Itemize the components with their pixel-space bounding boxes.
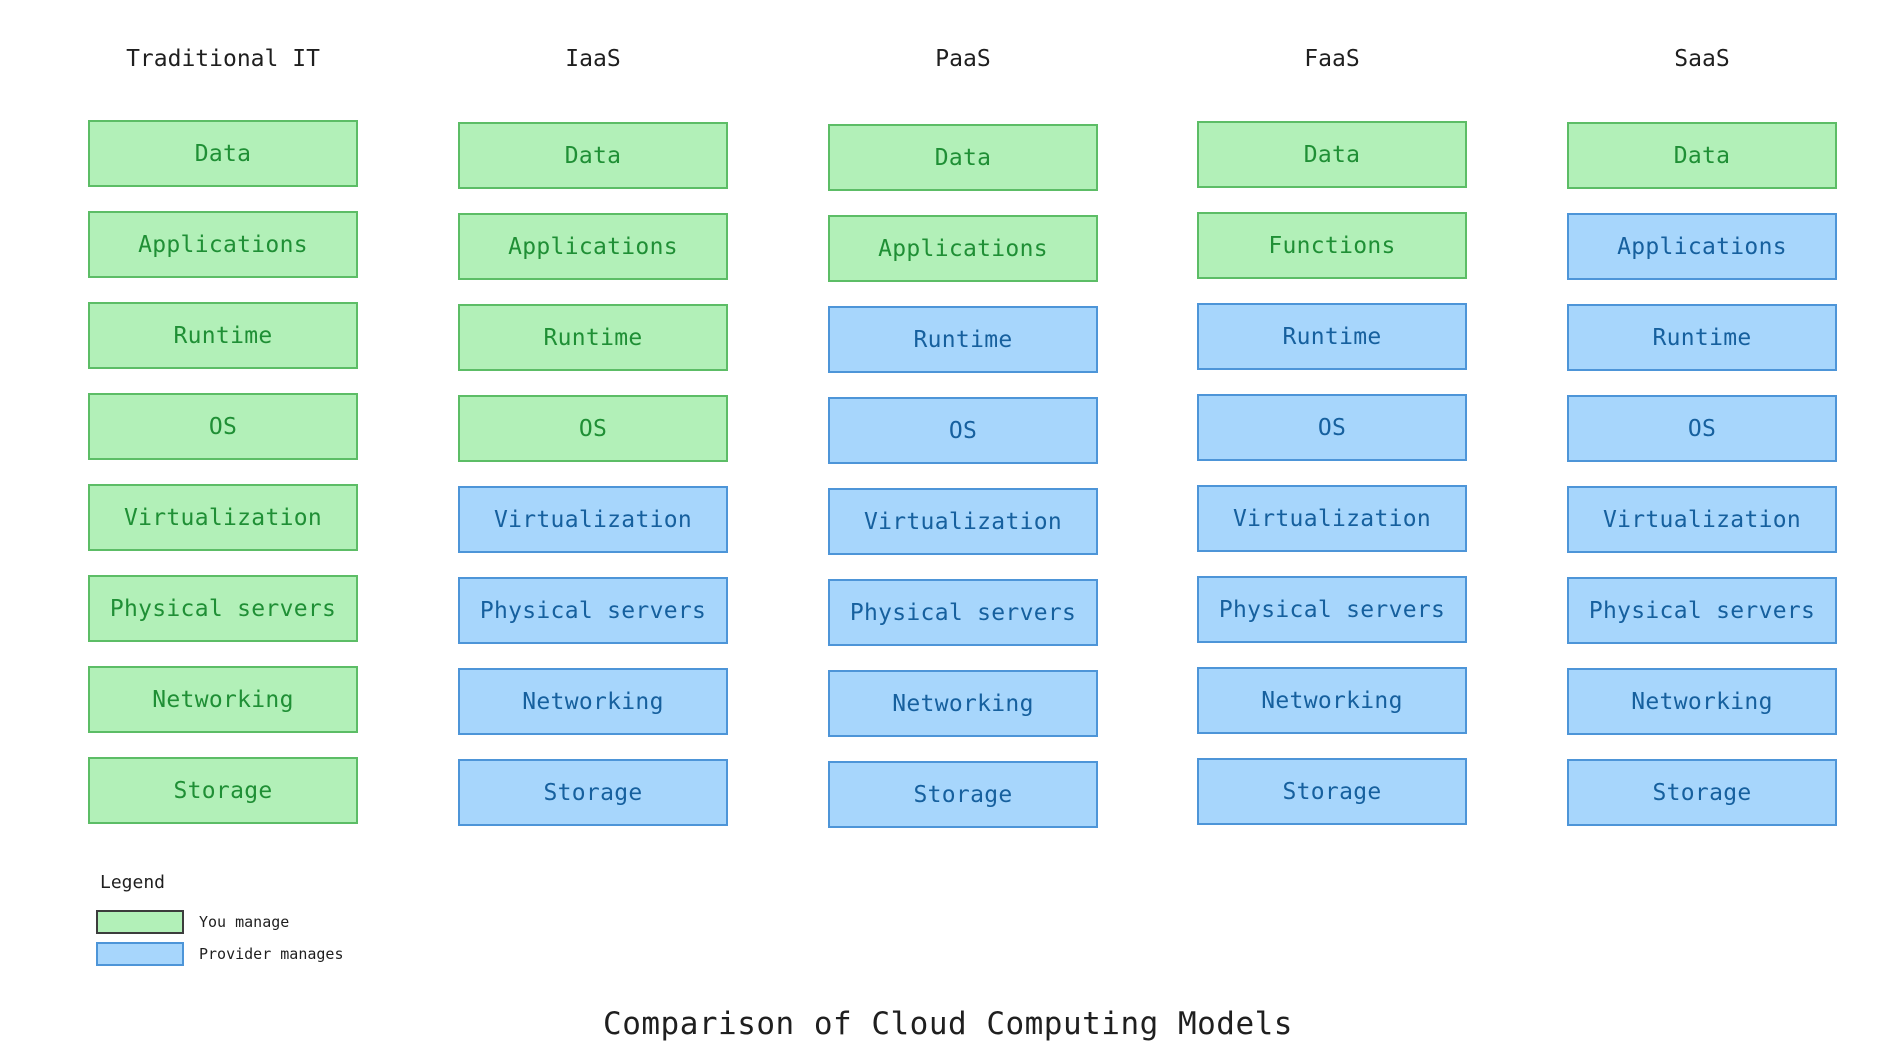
saas-layer-runtime: Runtime [1567, 304, 1837, 371]
traditional-it-layer-os: OS [88, 393, 358, 460]
faas-layer-data: Data [1197, 121, 1467, 188]
paas-layer-runtime: Runtime [828, 306, 1098, 373]
column-title-paas: PaaS [935, 46, 991, 72]
traditional-it-layer-runtime: Runtime [88, 302, 358, 369]
legend-swatch-provider-manages [96, 942, 184, 966]
paas-layer-applications: Applications [828, 215, 1098, 282]
faas-layer-physical-servers: Physical servers [1197, 576, 1467, 643]
column-title-faas: FaaS [1304, 46, 1360, 72]
legend-label-you-manage: You manage [199, 913, 290, 931]
faas-layer-storage: Storage [1197, 758, 1467, 825]
iaas-layer-networking: Networking [458, 668, 728, 735]
traditional-it-layer-storage: Storage [88, 757, 358, 824]
faas-layer-runtime: Runtime [1197, 303, 1467, 370]
column-title-iaas: IaaS [565, 46, 621, 72]
legend-label-provider-manages: Provider manages [199, 945, 344, 963]
paas-layer-virtualization: Virtualization [828, 488, 1098, 555]
saas-layer-virtualization: Virtualization [1567, 486, 1837, 553]
paas-layer-physical-servers: Physical servers [828, 579, 1098, 646]
legend-swatch-you-manage [96, 910, 184, 934]
iaas-layer-runtime: Runtime [458, 304, 728, 371]
saas-layer-data: Data [1567, 122, 1837, 189]
paas-layer-storage: Storage [828, 761, 1098, 828]
faas-layer-os: OS [1197, 394, 1467, 461]
saas-layer-physical-servers: Physical servers [1567, 577, 1837, 644]
traditional-it-layer-data: Data [88, 120, 358, 187]
iaas-layer-physical-servers: Physical servers [458, 577, 728, 644]
traditional-it-layer-virtualization: Virtualization [88, 484, 358, 551]
faas-layer-functions: Functions [1197, 212, 1467, 279]
saas-layer-storage: Storage [1567, 759, 1837, 826]
iaas-layer-applications: Applications [458, 213, 728, 280]
saas-layer-networking: Networking [1567, 668, 1837, 735]
traditional-it-layer-networking: Networking [88, 666, 358, 733]
diagram-title: Comparison of Cloud Computing Models [603, 1006, 1293, 1042]
traditional-it-layer-applications: Applications [88, 211, 358, 278]
iaas-layer-virtualization: Virtualization [458, 486, 728, 553]
legend-item-you-manage: You manage [96, 910, 289, 934]
saas-layer-os: OS [1567, 395, 1837, 462]
legend-item-provider-manages: Provider manages [96, 942, 344, 966]
traditional-it-layer-physical-servers: Physical servers [88, 575, 358, 642]
faas-layer-networking: Networking [1197, 667, 1467, 734]
legend-title: Legend [100, 872, 166, 893]
saas-layer-applications: Applications [1567, 213, 1837, 280]
column-title-saas: SaaS [1674, 46, 1730, 72]
paas-layer-os: OS [828, 397, 1098, 464]
iaas-layer-data: Data [458, 122, 728, 189]
iaas-layer-storage: Storage [458, 759, 728, 826]
iaas-layer-os: OS [458, 395, 728, 462]
column-title-traditional-it: Traditional IT [126, 46, 320, 72]
faas-layer-virtualization: Virtualization [1197, 485, 1467, 552]
paas-layer-data: Data [828, 124, 1098, 191]
paas-layer-networking: Networking [828, 670, 1098, 737]
